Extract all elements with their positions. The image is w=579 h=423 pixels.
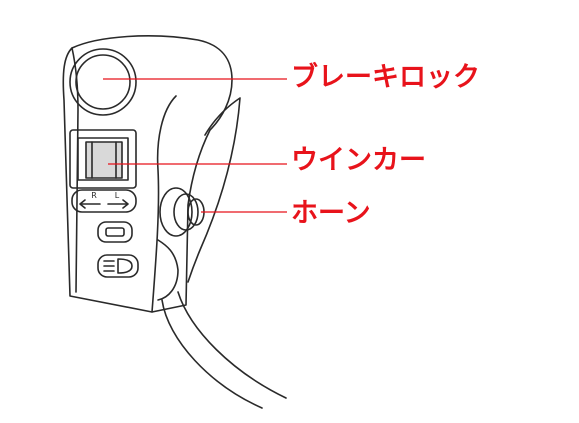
handlebar-outline <box>187 97 241 283</box>
winker-left-marking: L <box>115 191 120 200</box>
brake-lock-button-rim <box>69 48 137 116</box>
brake-lock-button <box>75 54 131 110</box>
winker-label: ウインカー <box>291 145 426 176</box>
cable-outline <box>161 291 287 409</box>
pass-button <box>97 221 133 243</box>
arrow-left-icon <box>79 199 101 209</box>
housing-face-edge <box>71 47 79 293</box>
arrow-right-icon <box>107 199 129 209</box>
horn-label: ホーン <box>291 198 371 229</box>
horn-button-ring <box>173 193 199 231</box>
winker-right-marking: R <box>91 191 97 200</box>
headlight-icon <box>103 258 133 274</box>
housing-outline <box>62 35 233 313</box>
winker-switch-slot <box>77 137 129 181</box>
winker-switch-knob <box>85 141 123 179</box>
housing-right-edge <box>151 95 177 313</box>
winker-direction-panel <box>71 189 137 213</box>
winker-switch-frame <box>69 129 137 189</box>
brake-lock-label: ブレーキロック <box>291 62 480 93</box>
horn-button-base <box>159 187 193 237</box>
headlight-button <box>97 254 139 278</box>
